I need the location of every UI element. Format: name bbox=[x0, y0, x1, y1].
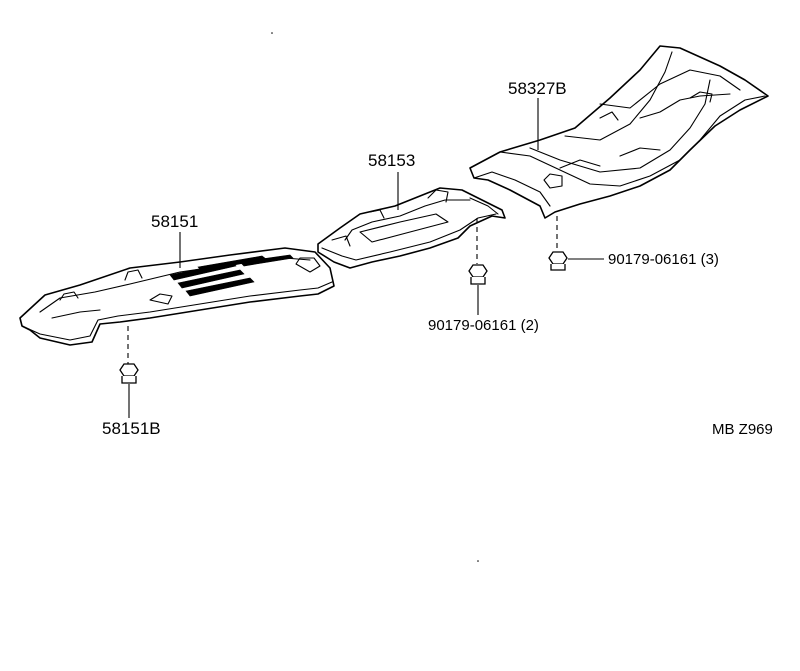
center-nut bbox=[468, 264, 488, 285]
rear-floor-cover bbox=[469, 45, 769, 219]
label-front-nut: 58151B bbox=[102, 419, 161, 438]
front-floor-cover bbox=[19, 247, 335, 346]
label-center-nut: 90179-06161 (2) bbox=[428, 317, 539, 334]
center-floor-cover bbox=[317, 187, 506, 269]
label-rear-nut: 90179-06161 (3) bbox=[608, 251, 719, 268]
speck bbox=[477, 560, 479, 562]
front-nut bbox=[119, 363, 139, 384]
diagram-code: MB Z969 bbox=[712, 421, 773, 438]
speck bbox=[271, 32, 273, 34]
label-front-cover: 58151 bbox=[151, 212, 199, 231]
rear-nut bbox=[548, 251, 568, 271]
label-center-cover: 58153 bbox=[368, 151, 416, 170]
label-rear-cover: 58327B bbox=[508, 79, 567, 98]
